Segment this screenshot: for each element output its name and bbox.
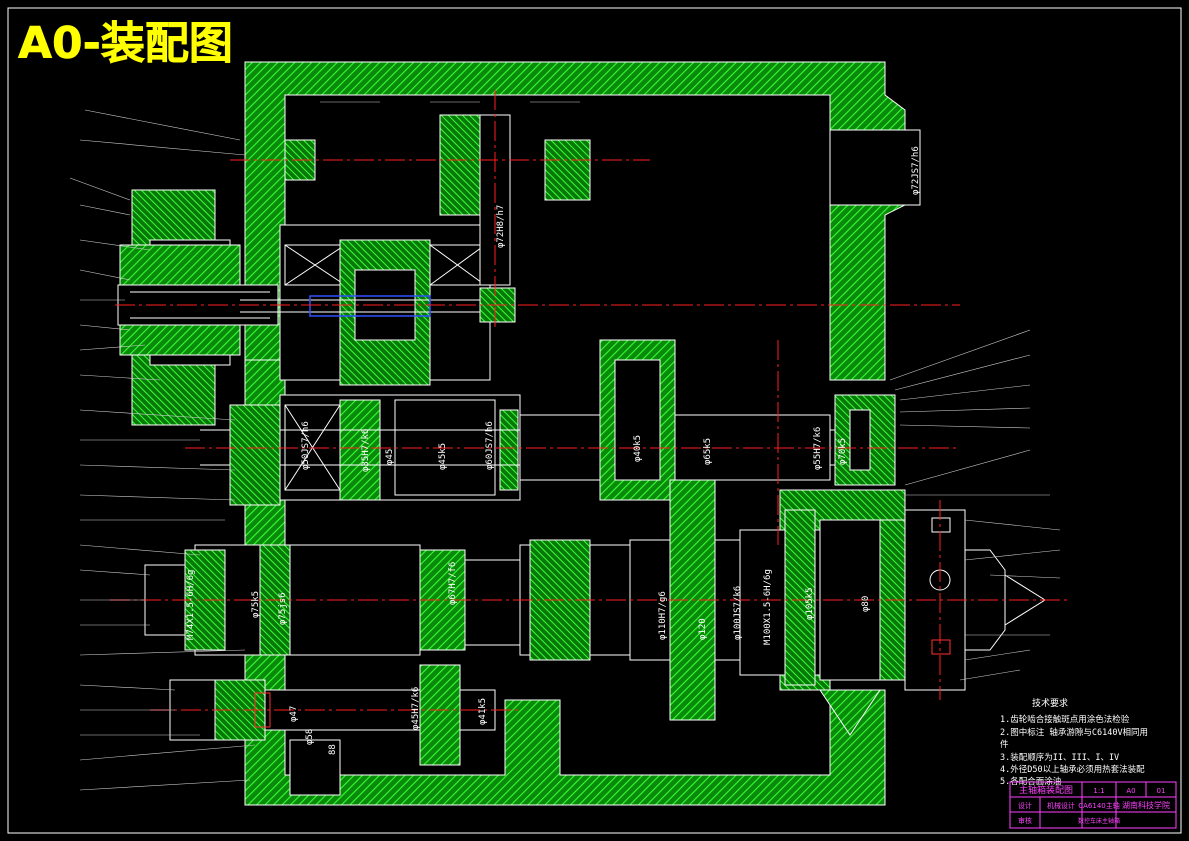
dim-label: φ58 xyxy=(305,729,315,745)
tb-scale: 1:1 xyxy=(1093,787,1104,795)
tech-note: 3.装配顺序为II、III、I、IV xyxy=(1000,752,1119,763)
dim-label: φ67H7/f6 xyxy=(448,562,458,605)
dim-label: φ100JS7/k6 xyxy=(733,586,743,640)
dim-label: φ41k5 xyxy=(478,698,488,725)
tech-notes-heading: 技术要求 xyxy=(1032,697,1068,709)
dim-label: φ45H7/k6 xyxy=(411,687,421,730)
dim-label: M100X1.5-6H/6g xyxy=(763,569,773,645)
dim-label: φ60JS7/h6 xyxy=(485,421,495,470)
dim-label: φ72H8/h7 xyxy=(496,205,506,248)
dim-label: φ72JS7/h6 xyxy=(911,146,921,195)
tb-course: CA6140主轴 xyxy=(1078,801,1120,810)
dim-label: φ70k5 xyxy=(838,438,848,465)
tb-drawing-name: 主轴箱装配图 xyxy=(1019,784,1073,796)
dim-label: φ110H7/g6 xyxy=(658,591,668,640)
center-lines xyxy=(110,90,1070,711)
sheet-frame xyxy=(7,7,1182,834)
dim-label: φ55H7/k6 xyxy=(813,427,823,470)
dim-label: φ35H7/k6 xyxy=(361,429,371,472)
v-belt-pulley xyxy=(117,189,279,426)
dim-label: φ65k5 xyxy=(703,438,713,465)
dim-label: φ45 xyxy=(385,449,395,465)
dim-label: φ40k5 xyxy=(633,435,643,462)
tech-note: 4.外径D50以上轴承必须用热套法装配 xyxy=(1000,764,1145,775)
tb-drawn: 设计 xyxy=(1018,801,1032,810)
tb-name-ref: 数控车床主轴箱 xyxy=(1078,817,1120,825)
dim-label: φ75js6 xyxy=(278,592,288,625)
dim-label: φ45k5 xyxy=(438,443,448,470)
technical-requirements: 技术要求 1.齿轮啮合接触斑点用涂色法检验 2.图中标注 轴承游隙与C6140V… xyxy=(1000,697,1148,787)
sheet-title: A0-装配图 xyxy=(18,18,233,69)
tech-note: 2.图中标注 轴承游隙与C6140V相同用 xyxy=(1000,727,1148,738)
dim-label: M74X1.5-6H/6g xyxy=(186,570,196,640)
tb-sheet-ref: A0 xyxy=(1126,787,1135,795)
dim-label: φ80 xyxy=(861,596,871,612)
dim-label: φ105k5 xyxy=(805,587,815,620)
tb-school: 湖南科技学院 xyxy=(1122,800,1170,810)
tb-class: 机械设计 xyxy=(1047,801,1075,810)
dimension-labels: φ72JS7/h6 φ72H8/h7 φ50JS7/h6 φ35H7/k6 φ4… xyxy=(186,146,921,755)
dim-label: 88 xyxy=(328,744,338,755)
input-shaft xyxy=(240,224,516,386)
dim-label: φ120 xyxy=(698,618,708,640)
tb-sheet-no: 01 xyxy=(1157,787,1166,795)
title-block: 主轴箱装配图 设计 审核 机械设计 CA6140主轴 数控车床主轴箱 1:1 A… xyxy=(1009,781,1177,829)
upper-gear-cluster xyxy=(284,114,591,286)
tech-note: 件 xyxy=(1000,739,1009,750)
dim-label: φ75k5 xyxy=(251,591,261,618)
dim-label: φ47 xyxy=(289,706,299,722)
tb-checked: 审核 xyxy=(1018,816,1032,825)
dim-label: φ50JS7/h6 xyxy=(301,421,311,470)
tech-note: 1.齿轮啮合接触斑点用涂色法检验 xyxy=(1000,714,1130,725)
leader-lines xyxy=(69,101,1061,791)
